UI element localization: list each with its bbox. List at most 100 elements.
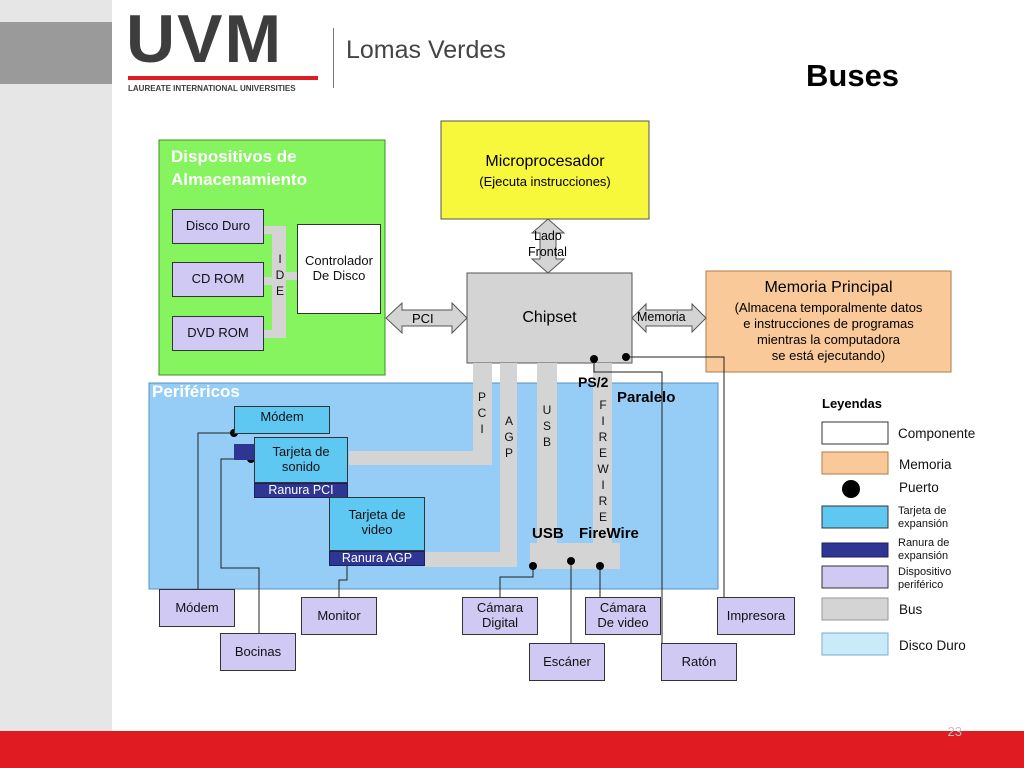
page-number: 23 (947, 724, 962, 739)
chipset-label: Chipset (522, 309, 577, 326)
hdd-box: Disco Duro (172, 209, 264, 244)
chipset-box (466, 272, 633, 364)
bus-usb-u: U (542, 403, 552, 417)
video-card-line2: video (361, 521, 393, 537)
campus-name: Lomas Verdes (346, 36, 506, 64)
usb-bus (537, 363, 557, 568)
uvm-logo: UVM LAUREATE INTERNATIONAL UNIVERSITIES (126, 1, 326, 93)
digital-camera-line1: Cámara (476, 600, 524, 616)
peripherals-title: Periféricos (152, 382, 240, 401)
bus-fw-6: I (601, 478, 605, 492)
modem-card: Módem (234, 406, 330, 434)
slide-bottom-bar (0, 731, 1024, 768)
usb-hub-label: USB (532, 525, 564, 542)
legend-card-line1: Tarjeta de (898, 505, 947, 517)
bus-agp-p: P (504, 446, 513, 460)
connection-lines (197, 356, 725, 645)
memory-bus-arrow (631, 302, 707, 334)
digital-camera-device: Cámara Digital (462, 597, 538, 635)
disk-controller-line1: Controlador (305, 253, 373, 269)
port-dot (590, 355, 598, 363)
legend-swatch-memory (821, 451, 889, 475)
agp-slot: Ranura AGP (329, 551, 425, 566)
legend-slot-line2: expansión (898, 550, 949, 562)
bus-fw-3: R (598, 430, 608, 444)
cpu-subtitle: (Ejecuta instrucciones) (479, 174, 611, 189)
ide-label-e: E (275, 284, 284, 298)
dvdrom-box: DVD ROM (172, 316, 264, 351)
bus-agp-g: G (504, 430, 514, 444)
bus-pci-i: I (480, 422, 484, 436)
bus-fw-8: E (598, 510, 607, 524)
firewire-bus (593, 363, 612, 568)
legend-slot-line1: Ranura de (898, 537, 950, 549)
storage-title-line2: Almacenamiento (171, 170, 308, 189)
bus-fw-2: I (601, 414, 605, 428)
pci-arrow-label: PCI (412, 311, 434, 326)
port-dot (529, 562, 537, 570)
legend-memory-label: Memoria (899, 457, 952, 472)
video-camera-device: Cámara De video (585, 597, 661, 635)
usb-firewire-hub (530, 543, 620, 569)
ide-label-d: D (275, 268, 285, 282)
frontside-label-line2: Frontal (528, 245, 567, 259)
legend-swatch-hdd (821, 632, 889, 656)
sound-card-line1: Tarjeta de (272, 444, 330, 460)
memory-box (705, 270, 952, 373)
modem-card-slot (234, 444, 254, 460)
bus-fw-1: F (599, 398, 607, 412)
logo-underline (128, 76, 318, 80)
logo-main-text: UVM (126, 1, 284, 77)
legend-device-line1: Dispositivo (898, 566, 952, 578)
pci-slot: Ranura PCI (254, 483, 348, 498)
bus-fw-4: E (598, 446, 607, 460)
storage-title-line1: Dispositivos de (171, 147, 297, 166)
modem-device: Módem (159, 589, 235, 627)
ide-bus (272, 226, 286, 338)
ps2-label: PS/2 (578, 374, 609, 390)
bus-pci-p: P (477, 390, 486, 404)
legend-swatch-slot (821, 542, 889, 558)
pci-bus (349, 363, 492, 465)
cpu-box (440, 120, 650, 220)
firewire-hub-label: FireWire (579, 525, 639, 542)
video-camera-line1: Cámara (599, 600, 647, 616)
legend-swatch-port (842, 480, 860, 498)
scanner-device: Escáner (529, 643, 605, 681)
legend-bus-label: Bus (899, 602, 923, 617)
speakers-device: Bocinas (220, 633, 296, 671)
frontside-label-line1: Lado (534, 229, 562, 243)
port-dot (596, 562, 604, 570)
video-card: Tarjeta de video (329, 497, 425, 551)
bus-fw-7: R (598, 494, 608, 508)
memory-arrow-label: Memoria (637, 310, 686, 324)
legend-device-line2: periférico (898, 579, 944, 591)
bus-usb-b: B (542, 435, 551, 449)
logo-divider (333, 28, 334, 88)
ide-cd-link (263, 277, 275, 285)
cpu-title: Microprocesador (485, 153, 605, 170)
memory-desc-line3: mientras la computadora (756, 332, 901, 347)
legend-swatch-bus (821, 597, 889, 621)
sound-card-line2: sonido (281, 459, 321, 474)
cdrom-box: CD ROM (172, 262, 264, 297)
disk-controller-box: Controlador De Disco (297, 224, 381, 314)
legend-swatch-device (821, 565, 889, 589)
frontside-bus-arrow (530, 218, 566, 274)
disk-controller-line2: De Disco (312, 268, 366, 283)
digital-camera-line2: Digital (481, 615, 519, 630)
mouse-device: Ratón (661, 643, 737, 681)
monitor-device: Monitor (301, 597, 377, 635)
bus-pci-c: C (477, 406, 487, 420)
slide-left-strip (0, 0, 112, 768)
memory-title: Memoria Principal (764, 279, 893, 296)
memory-desc-line1: (Almacena temporalmente datos (734, 300, 923, 315)
memory-desc-line2: e instrucciones de programas (743, 316, 914, 331)
bus-usb-s: S (542, 419, 551, 433)
legend-swatch-component (821, 421, 889, 445)
parallel-label: Paralelo (617, 389, 676, 406)
video-camera-line2: De video (597, 615, 649, 630)
slide-title: Buses (806, 58, 900, 93)
memory-desc-line4: se está ejecutando) (771, 348, 886, 363)
